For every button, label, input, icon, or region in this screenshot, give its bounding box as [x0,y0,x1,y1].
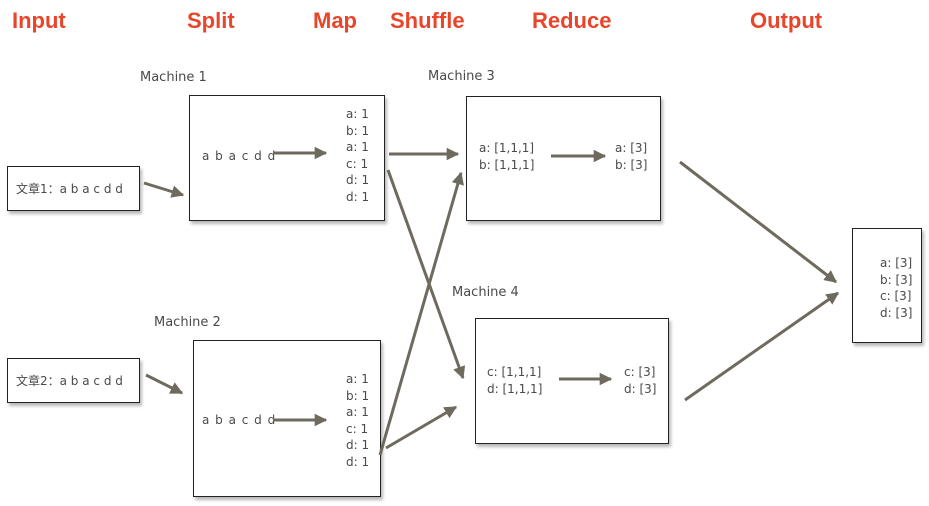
input-doc-2-text: 文章2：a b a c d d [16,374,123,388]
arrow-input2-to-m2 [145,373,184,395]
header-map: Map [313,8,357,33]
output-pair: c: [3] [880,289,912,304]
shuffle-pair: a: [1,1,1] [479,141,535,155]
header-input: Input [12,8,66,33]
machine-4-box: c: [1,1,1] d: [1,1,1] c: [3] d: [3] [475,318,669,444]
machine-4-reduce-list: c: [3] d: [3] [624,364,656,397]
arrow-m2-to-m4 [385,405,458,450]
map-pair: a: 1 [346,107,369,121]
shuffle-pair: b: [1,1,1] [479,157,535,172]
input-doc-1-box: 文章1：a b a c d d [7,166,140,211]
map-pair: a: 1 [346,140,369,155]
reduce-pair: c: [3] [624,365,656,379]
machine-2-label: Machine 2 [154,315,221,330]
machine-1-split-text: a b a c d d [202,149,277,163]
output-pair: b: [3] [880,272,913,287]
input-doc-2-box: 文章2：a b a c d d [7,358,140,403]
machine-4-shuffle-list: c: [1,1,1] d: [1,1,1] [487,364,542,397]
map-pair: d: 1 [346,454,370,469]
machine-3-shuffle-list: a: [1,1,1] b: [1,1,1] [479,140,534,173]
arrow-m1-to-m4 [386,169,466,380]
arrow-m4-to-output [684,291,840,402]
output-pair: d: [3] [880,305,913,320]
reduce-pair: d: [3] [624,381,657,396]
output-list: a: [3] b: [3] c: [3] d: [3] [880,255,912,321]
header-split: Split [187,8,235,33]
output-pair: a: [3] [880,256,913,270]
map-pair: b: 1 [346,388,370,403]
header-shuffle: Shuffle [390,8,465,33]
map-pair: c: 1 [346,421,369,436]
machine-2-split-text: a b a c d d [202,413,277,427]
map-pair: a: 1 [346,405,369,420]
output-box: a: [3] b: [3] c: [3] d: [3] [852,228,922,343]
reduce-pair: a: [3] [615,141,648,155]
machine-3-label: Machine 3 [428,69,495,84]
machine-3-reduce-list: a: [3] b: [3] [615,140,647,173]
arrow-input1-to-m1 [143,181,185,198]
shuffle-pair: d: [1,1,1] [487,381,543,396]
map-pair: d: 1 [346,173,370,188]
map-pair: a: 1 [346,372,369,386]
header-reduce: Reduce [532,8,612,33]
shuffle-pair: c: [1,1,1] [487,365,542,379]
machine-3-box: a: [1,1,1] b: [1,1,1] a: [3] b: [3] [466,96,661,221]
machine-1-map-list: a: 1 b: 1 a: 1 c: 1 d: 1 d: 1 [346,106,369,206]
header-output: Output [750,8,823,33]
reduce-pair: b: [3] [615,157,648,172]
map-pair: d: 1 [346,189,370,204]
input-doc-1-text: 文章1：a b a c d d [16,182,123,196]
machine-1-box: a b a c d d a: 1 b: 1 a: 1 c: 1 d: 1 d: … [189,95,385,221]
map-pair: d: 1 [346,438,370,453]
machine-1-label: Machine 1 [140,70,207,85]
map-pair: c: 1 [346,156,369,171]
arrow-m3-to-output [679,160,837,284]
arrow-m2-to-m3 [378,171,464,456]
machine-4-label: Machine 4 [452,285,519,300]
map-pair: b: 1 [346,123,370,138]
machine-2-map-list: a: 1 b: 1 a: 1 c: 1 d: 1 d: 1 [346,371,369,471]
